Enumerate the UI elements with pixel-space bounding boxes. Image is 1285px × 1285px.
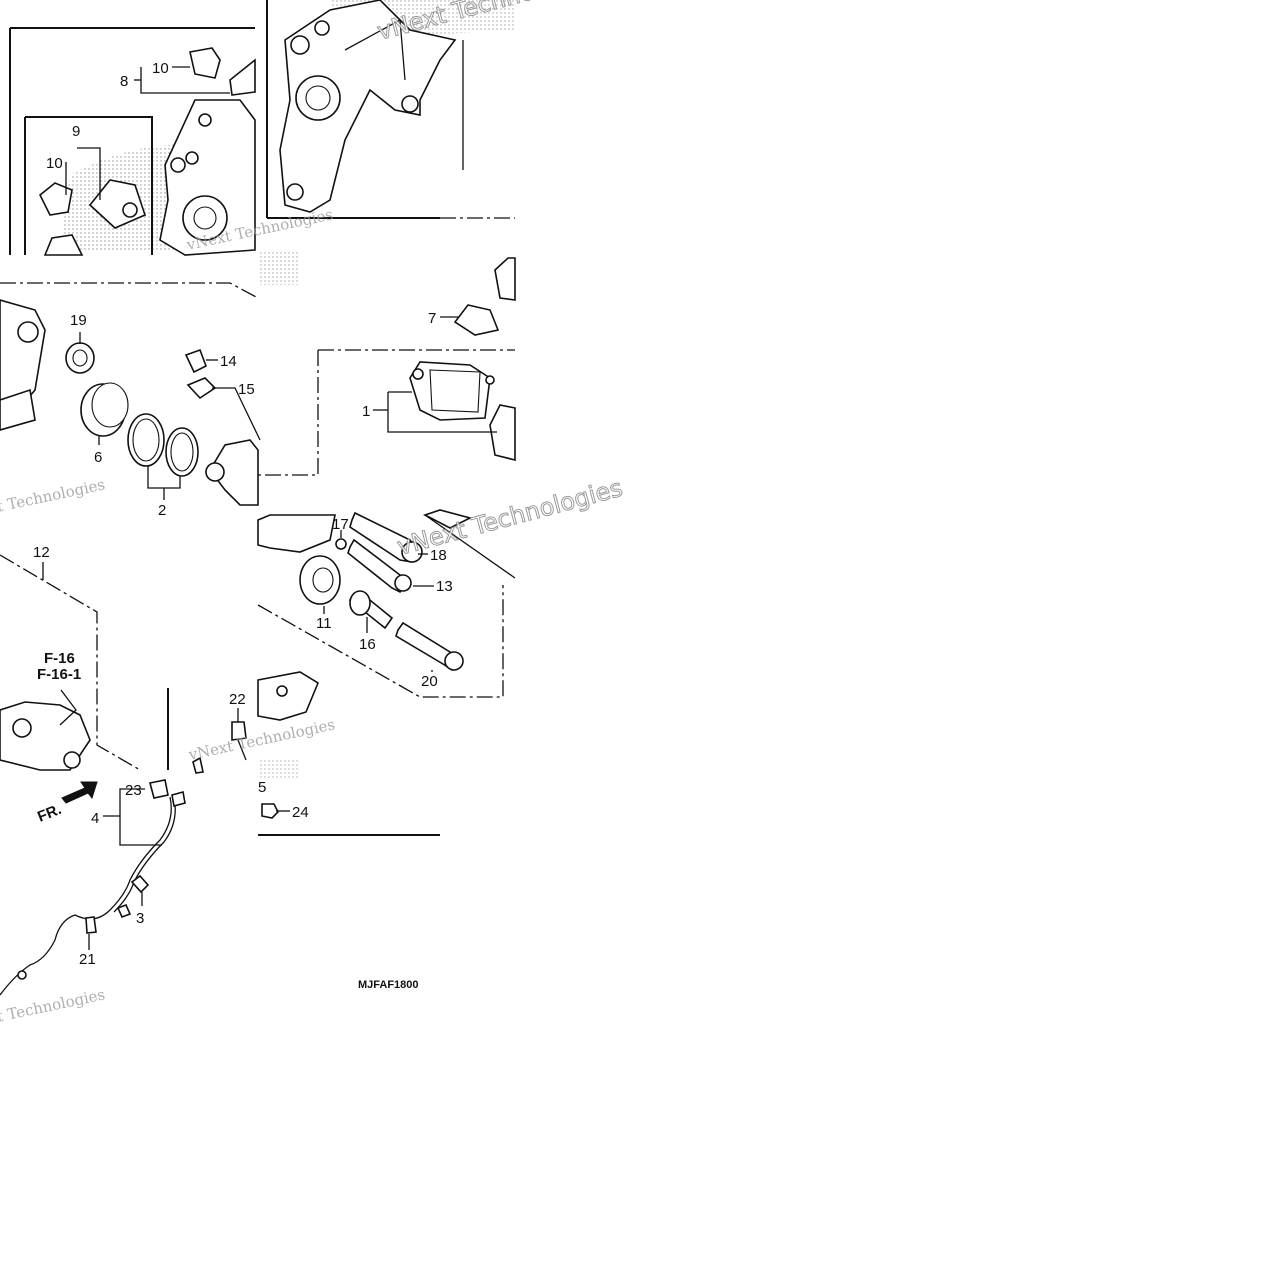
callouts: 1 2 3 4 5 6 7 8 9 10 10 11 12 13 14 15 1…	[33, 60, 453, 968]
caliper-body-left	[0, 299, 46, 431]
caliper-piece-mid	[257, 509, 473, 721]
slide-pins	[335, 511, 464, 672]
callout-12: 12	[33, 544, 50, 561]
speed-sensor-cable-4	[0, 779, 186, 996]
callout-10b: 10	[46, 155, 63, 172]
callout-14: 14	[220, 353, 237, 370]
pad-spring-9	[38, 179, 146, 256]
callout-6: 6	[94, 449, 102, 466]
callout-20: 20	[421, 673, 438, 690]
watermark-2: vNext Technologies	[0, 475, 107, 524]
watermark-4: vNext Technologies	[0, 985, 107, 1034]
leader-lines	[42, 66, 497, 950]
callout-19: 19	[70, 312, 87, 329]
callout-8: 8	[120, 73, 128, 90]
callout-5: 5	[258, 779, 266, 796]
callout-22: 22	[229, 691, 246, 708]
callout-9: 9	[72, 123, 80, 140]
reference-f16: F-16	[44, 650, 75, 667]
fr-arrow	[61, 781, 98, 804]
callout-24: 24	[292, 804, 309, 821]
pad-spring-8	[189, 47, 256, 96]
reference-labels: F-16 F-16-1 FR. MJFAF1800	[35, 650, 418, 991]
callout-18: 18	[430, 547, 447, 564]
callout-2: 2	[158, 502, 166, 519]
bleeder-parts	[184, 348, 217, 400]
callout-23: 23	[125, 782, 142, 799]
caliper-bracket-left	[159, 99, 256, 256]
brake-pad-1	[409, 361, 516, 462]
callout-3: 3	[136, 910, 144, 927]
frames	[0, 0, 516, 836]
callout-17: 17	[332, 516, 349, 533]
clip-22	[192, 721, 247, 774]
caliper-assembly-12	[0, 701, 91, 771]
callout-13: 13	[436, 578, 453, 595]
caliper-body-right	[205, 439, 259, 506]
callout-4: 4	[91, 810, 99, 827]
pad-clip-7	[453, 257, 516, 336]
callout-1: 1	[362, 403, 370, 420]
watermark-3: vNext Technologies	[186, 715, 336, 764]
callout-11: 11	[316, 615, 332, 632]
reference-f16-1: F-16-1	[37, 666, 81, 683]
callout-21: 21	[79, 951, 96, 968]
diagram-code: MJFAF1800	[358, 979, 419, 991]
caliper-bracket-top	[279, 0, 457, 213]
callout-10a: 10	[152, 60, 169, 77]
bolt-24	[261, 803, 279, 819]
boots-and-sleeve	[299, 555, 394, 630]
direction-label: FR.	[35, 801, 64, 826]
callout-15: 15	[238, 381, 255, 398]
callout-7: 7	[428, 310, 436, 327]
piston-set	[65, 342, 199, 477]
callout-16: 16	[359, 636, 376, 653]
